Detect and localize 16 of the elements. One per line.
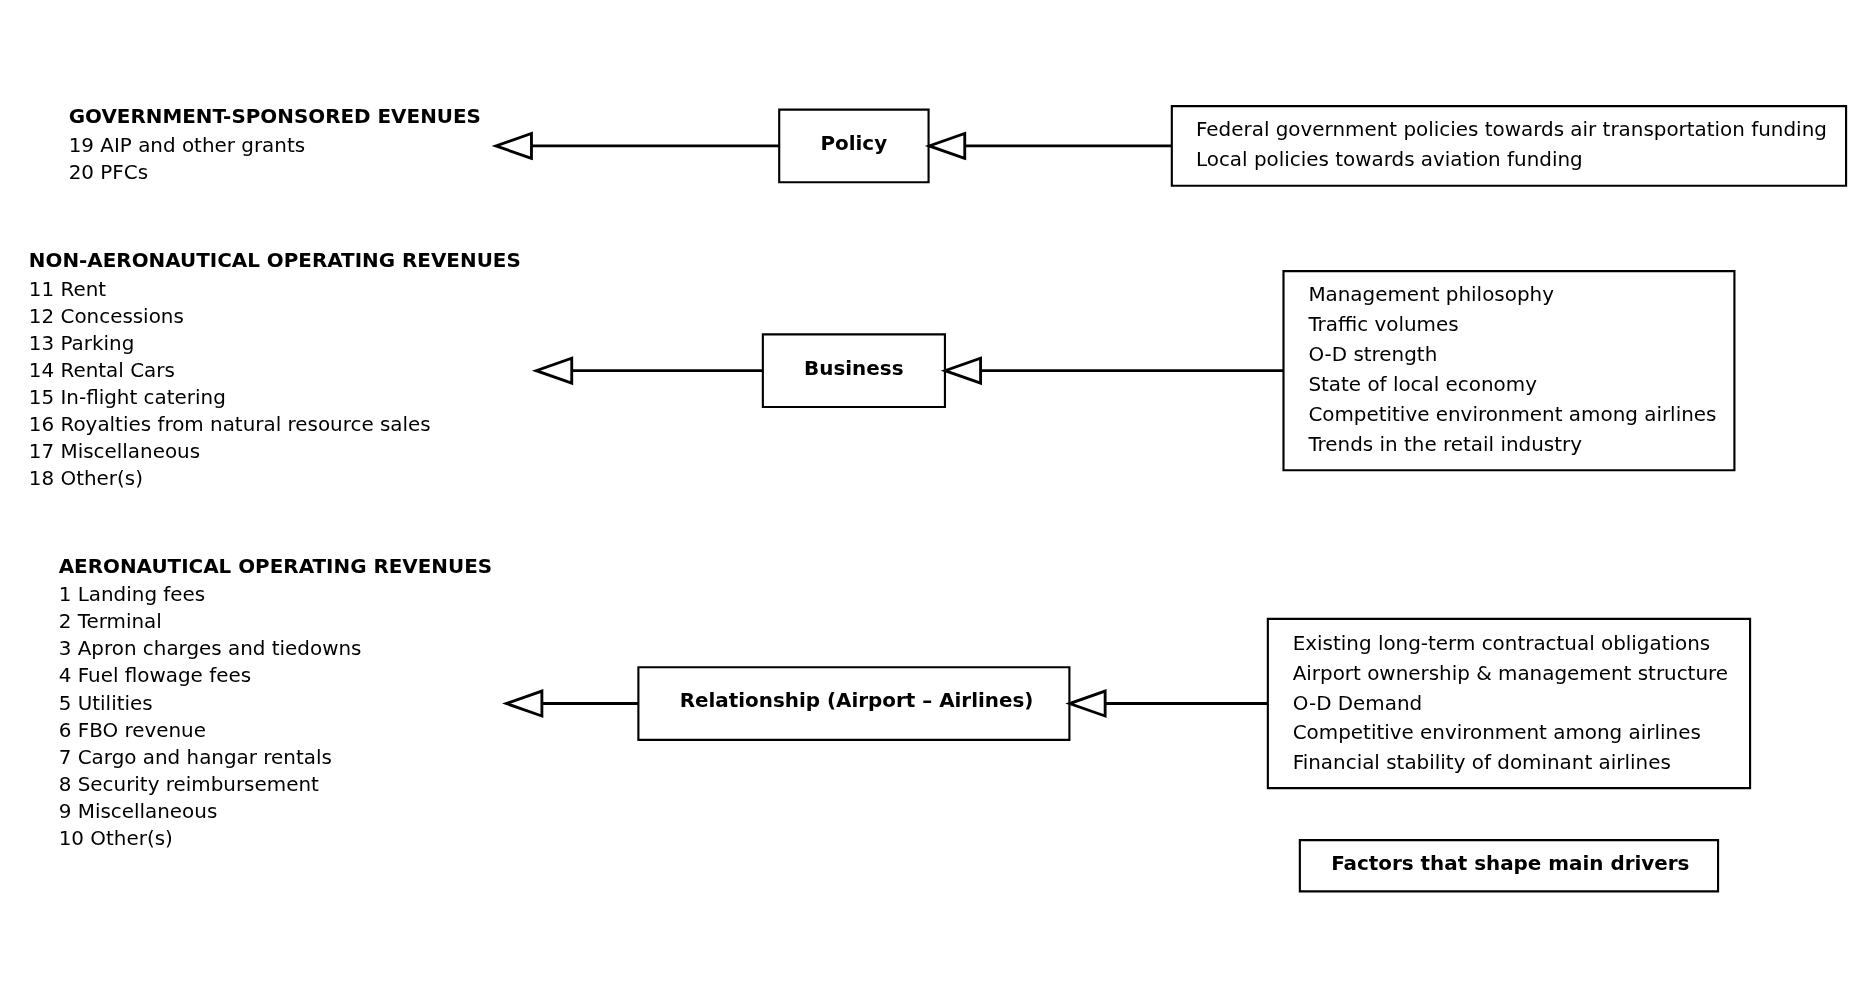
node-box: Relationship (Airport – Airlines) [637,665,1071,741]
arrow [940,355,1284,385]
arrow [531,355,763,385]
arrow [491,130,779,160]
node-box: Management philosophy Traffic volumes O-D strength State of local economy Competitive environment among airlines Trends in the retail industry [1282,269,1736,471]
node-box: Policy [778,108,930,183]
node-box: Existing long-term contractual obligations Airport ownership & management structure O-D Demand Competitive environment among airlines Financial stability of dominant airlines [1266,617,1752,789]
node-text: GOVERNMENT-SPONSORED EVENUES 19 AIP and other grants 20 PFCs [68,104,481,184]
node-box: Federal government policies towards air transportation funding Local policies towards aviation funding [1170,104,1848,187]
arrow [502,688,639,718]
arrow [924,130,1172,160]
node-box: Factors that shape main drivers [1298,838,1720,892]
arrow [1065,688,1268,718]
node-text: NON-AERONAUTICAL OPERATING REVENUES 11 Rent 12 Concessions 13 Parking 14 Rental Cars 15 In-flight catering 16 Royalties from natural resource sales 17 Miscellaneous 18 Other(s) [28,248,521,490]
node-box: Business [761,332,946,408]
node-text: AERONAUTICAL OPERATING REVENUES 1 Landing fees 2 Terminal 3 Apron charges and tiedowns 4 Fuel flowage fees 5 Utilities 6 FBO revenue 7 Cargo and hangar rentals 8 Security reimbursement 9 Miscellaneous 10 Other(s) [58,554,493,850]
